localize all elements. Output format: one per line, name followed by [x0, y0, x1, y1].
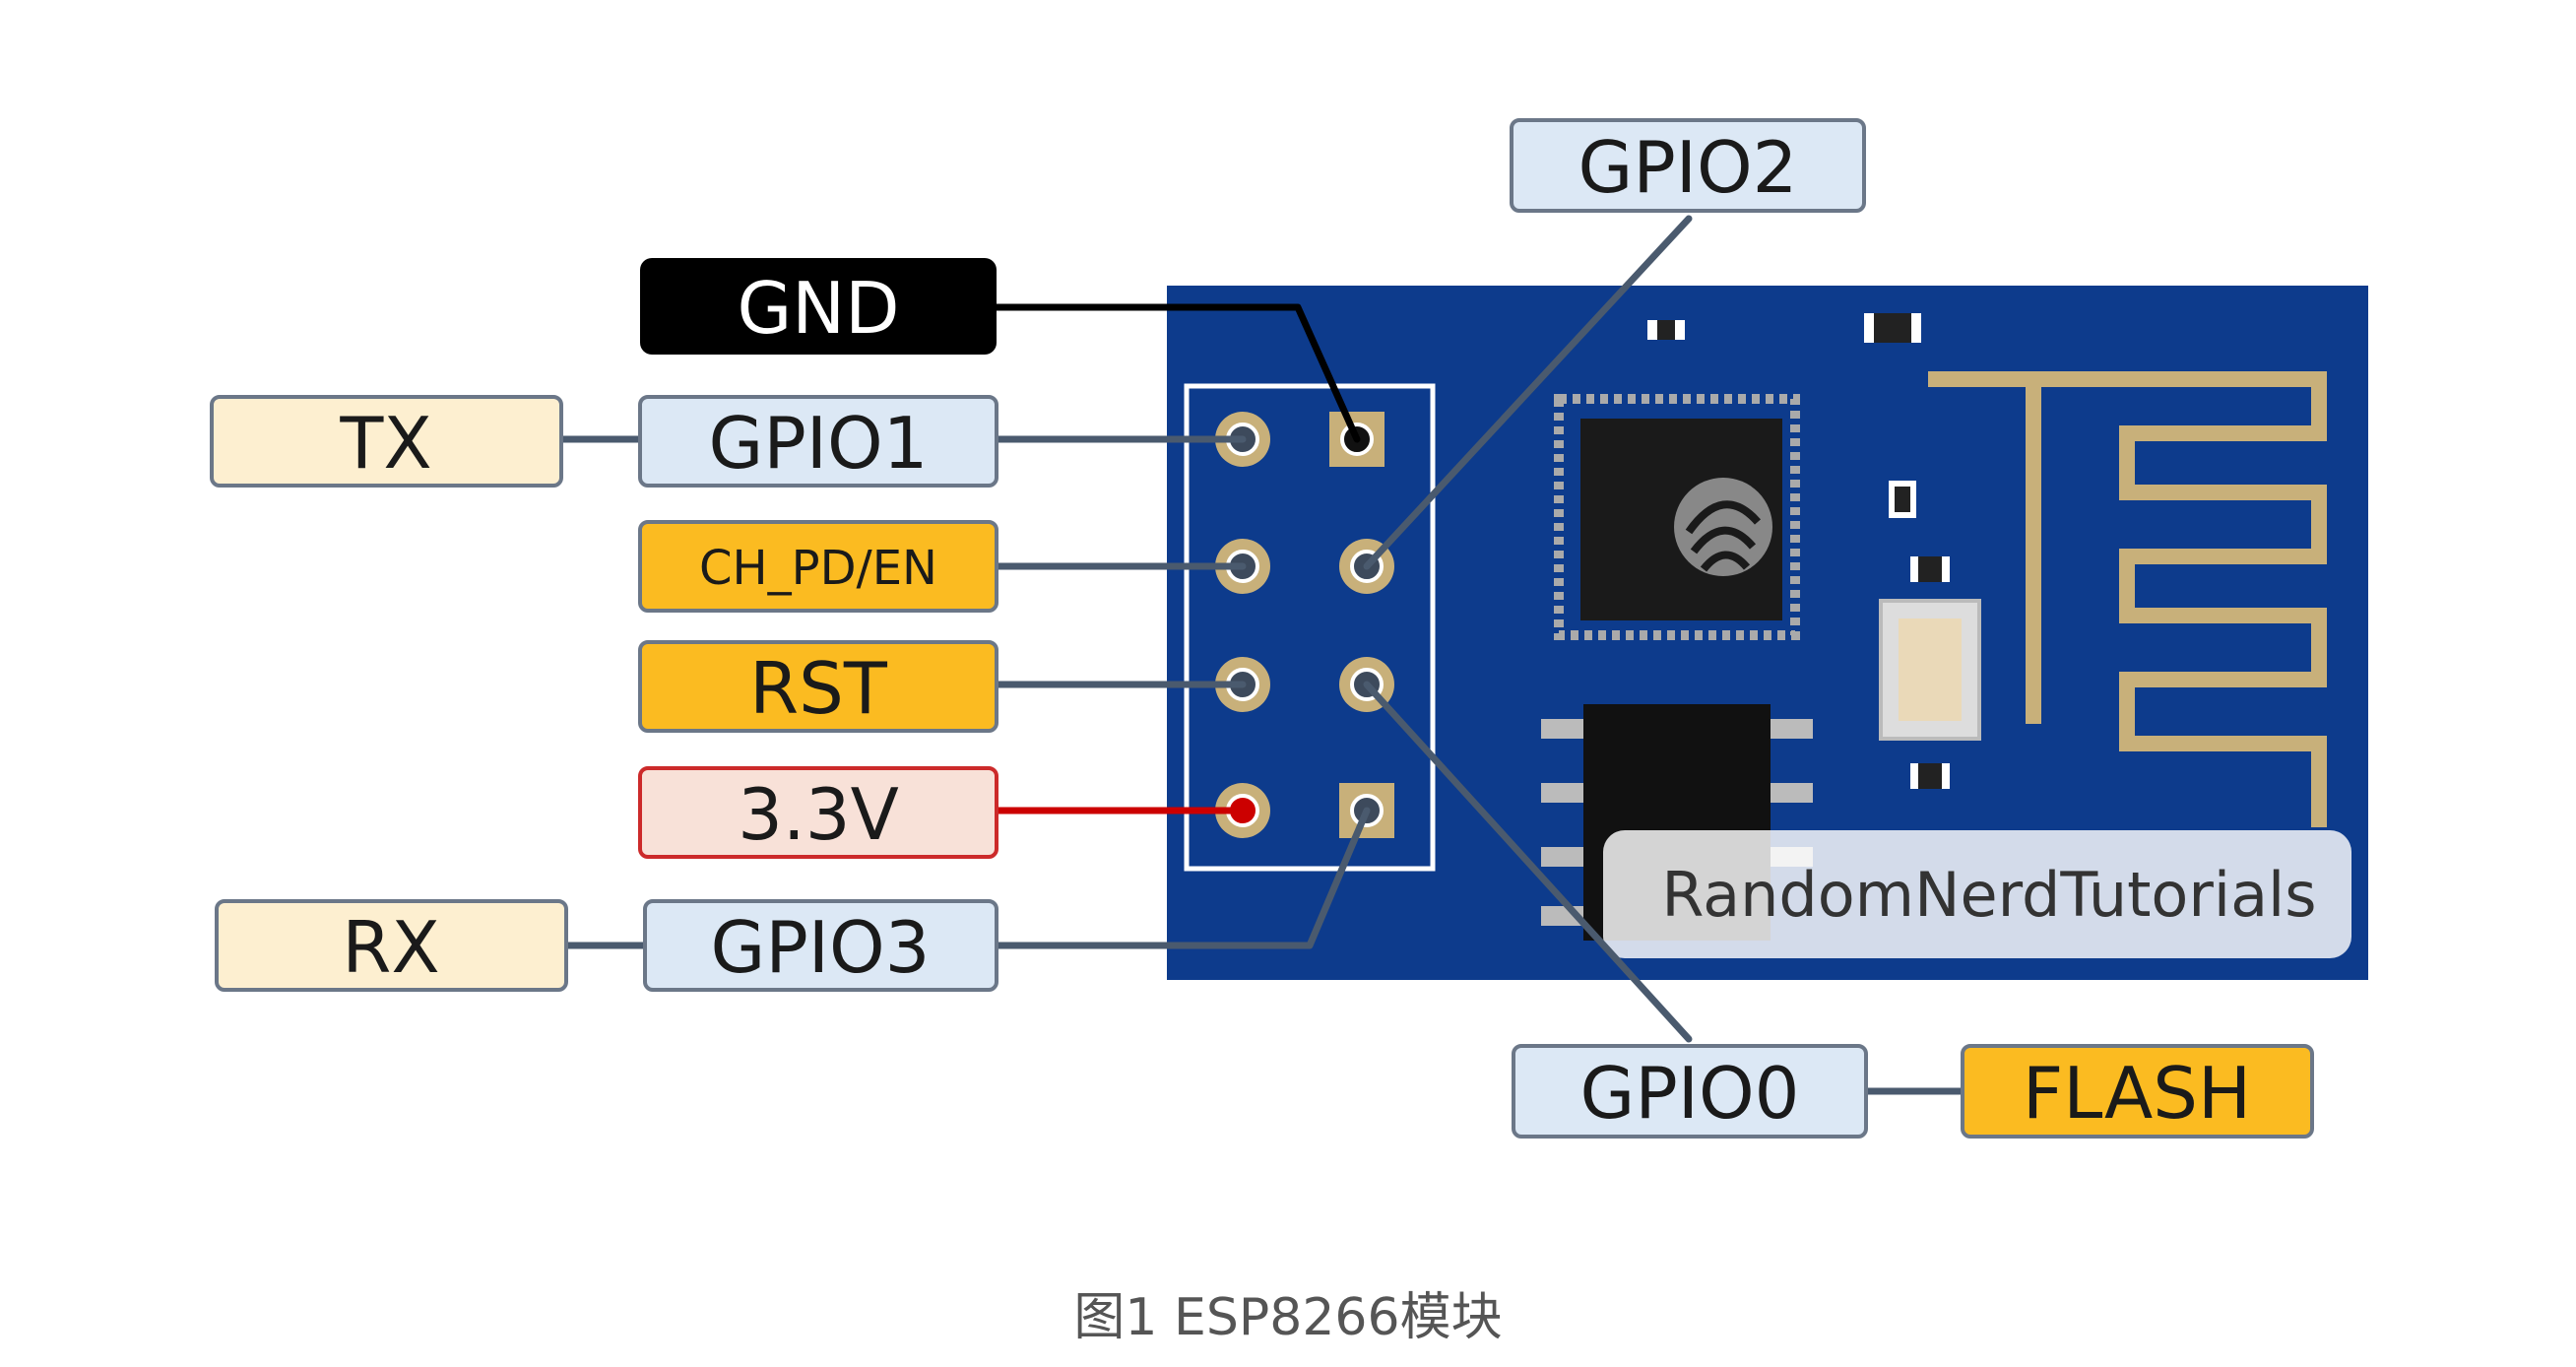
ch-pd-en-label-box [638, 520, 998, 613]
flash-label: FLASH [2023, 1052, 2251, 1135]
pin-header-outline [1184, 383, 1436, 872]
flash-label-box [1961, 1044, 2314, 1139]
tx-label: TX [339, 402, 431, 485]
gpio1-label: GPIO1 [709, 402, 929, 485]
pcb-antenna [1928, 371, 2327, 827]
gpio2-label-box [1510, 118, 1866, 213]
figure-caption: 图1 ESP8266模块 [1073, 1288, 1503, 1347]
v33-label: 3.3V [738, 773, 899, 856]
ch-pd-en-label: CH_PD/EN [699, 541, 937, 596]
rx-label: RX [342, 906, 439, 989]
wire-gpio0 [1363, 681, 1693, 1043]
wire-gpio3 [993, 807, 1371, 949]
gpio3-label: GPIO3 [711, 906, 931, 989]
wire-gnd [993, 303, 1361, 443]
gpio1-label-box [638, 395, 998, 488]
rst-label: RST [749, 647, 888, 730]
watermark-text: RandomNerdTutorials [1661, 858, 2317, 931]
rx-label-box [215, 899, 568, 992]
gpio0-label: GPIO0 [1580, 1052, 1800, 1135]
pins [1215, 412, 1394, 838]
gpio2-label: GPIO2 [1578, 126, 1798, 209]
v33-label-box [638, 766, 998, 859]
gpio0-label-box [1512, 1044, 1868, 1139]
wires [557, 215, 1966, 1095]
gnd-label: GND [737, 267, 899, 350]
tx-label-box [210, 395, 563, 488]
rst-label-box [638, 640, 998, 733]
watermark-box [1603, 830, 2351, 958]
esp-chip [1554, 394, 1800, 640]
label-texts: GND TX GPIO1 CH_PD/EN RST 3.3V RX GPIO3 … [339, 126, 2251, 1135]
esp8266-board [1167, 286, 2368, 980]
gnd-label-box [640, 258, 997, 355]
wire-gpio2 [1363, 215, 1693, 570]
gpio3-label-box [643, 899, 998, 992]
label-boxes [210, 118, 2314, 1139]
